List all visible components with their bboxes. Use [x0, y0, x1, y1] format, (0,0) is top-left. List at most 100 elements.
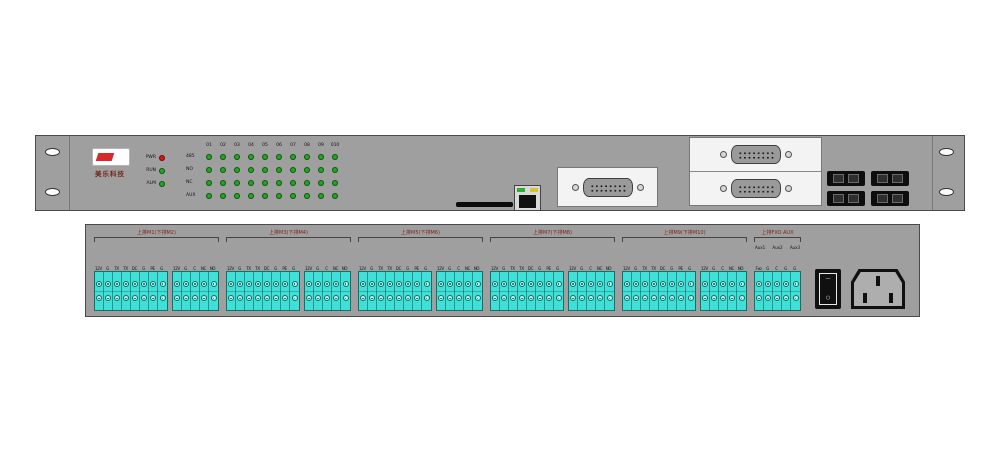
indicator-led — [332, 166, 338, 173]
inlet-pin — [876, 276, 880, 286]
terminal-label: 12V — [173, 266, 180, 271]
terminal-cell — [113, 272, 122, 310]
terminal-screw — [588, 295, 594, 302]
terminal-screw — [756, 280, 762, 287]
terminal-cell — [527, 272, 536, 310]
matrix-column-header: 07 — [290, 143, 296, 148]
power-section: — ○ — [815, 269, 905, 309]
db15-module-double — [689, 137, 822, 206]
terminal-label: G — [370, 266, 373, 271]
terminal-screw — [528, 280, 534, 287]
terminal-screw — [570, 295, 576, 302]
terminal-cell — [140, 272, 149, 310]
terminal-label: DC — [395, 266, 402, 271]
terminal-label: NO — [737, 266, 744, 271]
indicator-led — [248, 192, 254, 199]
terminal-label: G — [784, 266, 787, 271]
indicator-led — [262, 153, 268, 160]
terminal-label: G — [316, 266, 319, 271]
dual-port-connector — [827, 191, 865, 206]
terminal-screw — [606, 280, 613, 287]
terminal-screw — [333, 280, 339, 287]
terminal-screw — [633, 295, 639, 302]
dsub-shell — [582, 177, 633, 197]
group-header: 上排M5(下排M6) — [401, 230, 440, 236]
terminal-screw — [624, 295, 630, 302]
terminal-label: G — [502, 266, 505, 271]
terminal-screw — [228, 280, 234, 287]
terminal-cell — [182, 272, 191, 310]
terminal-block — [490, 271, 564, 311]
terminal-label: C — [775, 266, 778, 271]
terminal-screw — [192, 295, 198, 302]
db15-slot-upper — [690, 138, 821, 172]
aux-label: Aux3 — [789, 245, 800, 250]
terminal-screw — [765, 280, 771, 287]
terminal-screw — [669, 295, 675, 302]
port-opening — [892, 194, 903, 203]
terminal-cell — [782, 272, 791, 310]
terminal-screw — [519, 280, 525, 287]
indicator-led — [276, 153, 282, 160]
terminal-label: NO — [605, 266, 612, 271]
terminal-label: C — [457, 266, 460, 271]
terminal-screw — [570, 280, 576, 287]
terminal-screw — [210, 295, 217, 302]
terminal-screw — [738, 295, 745, 302]
terminal-screw — [315, 295, 321, 302]
terminal-label: G — [142, 266, 145, 271]
status-led-label: ALM — [146, 181, 156, 186]
terminal-cell — [701, 272, 710, 310]
terminal-cell — [173, 272, 182, 310]
terminal-cell — [341, 272, 350, 310]
terminal-block — [568, 271, 615, 311]
terminal-screw — [273, 280, 279, 287]
screw-hole — [784, 151, 792, 158]
terminal-cell — [404, 272, 413, 310]
terminal-screw — [438, 295, 444, 302]
terminal-label: 12V — [623, 266, 630, 271]
indicator-led — [206, 166, 212, 173]
terminal-screw — [96, 295, 102, 302]
terminal-screw — [123, 280, 129, 287]
terminal-screw — [306, 280, 312, 287]
terminal-cell — [95, 272, 104, 310]
terminal-cell — [719, 272, 728, 310]
port-opening — [848, 194, 859, 203]
terminal-screw — [624, 280, 630, 287]
indicator-led — [220, 166, 226, 173]
port-opening — [833, 174, 844, 183]
terminal-cell — [464, 272, 473, 310]
terminal-screw — [597, 280, 603, 287]
indicator-led — [276, 192, 282, 199]
terminal-cell — [569, 272, 578, 310]
terminal-screw — [456, 280, 462, 287]
terminal-cell — [149, 272, 158, 310]
terminal-screw — [141, 280, 147, 287]
card-slot — [456, 202, 513, 207]
terminal-cell — [386, 272, 395, 310]
terminal-cell — [623, 272, 632, 310]
terminal-label: G — [688, 266, 691, 271]
terminal-cell — [677, 272, 686, 310]
indicator-led — [159, 180, 165, 187]
terminal-label: 12V — [437, 266, 444, 271]
terminal-screw — [333, 295, 339, 302]
terminal-screw — [255, 280, 261, 287]
terminal-screw — [246, 280, 252, 287]
terminal-cell — [686, 272, 695, 310]
terminal-block — [754, 271, 801, 311]
terminal-screw — [528, 295, 534, 302]
db15-port — [571, 177, 644, 197]
terminal-screw — [264, 295, 270, 302]
indicator-led — [290, 179, 296, 186]
indicator-led — [318, 192, 324, 199]
terminal-screw — [729, 280, 735, 287]
terminal-label: PE — [414, 266, 419, 271]
status-led-pwr: PWR — [142, 151, 165, 164]
